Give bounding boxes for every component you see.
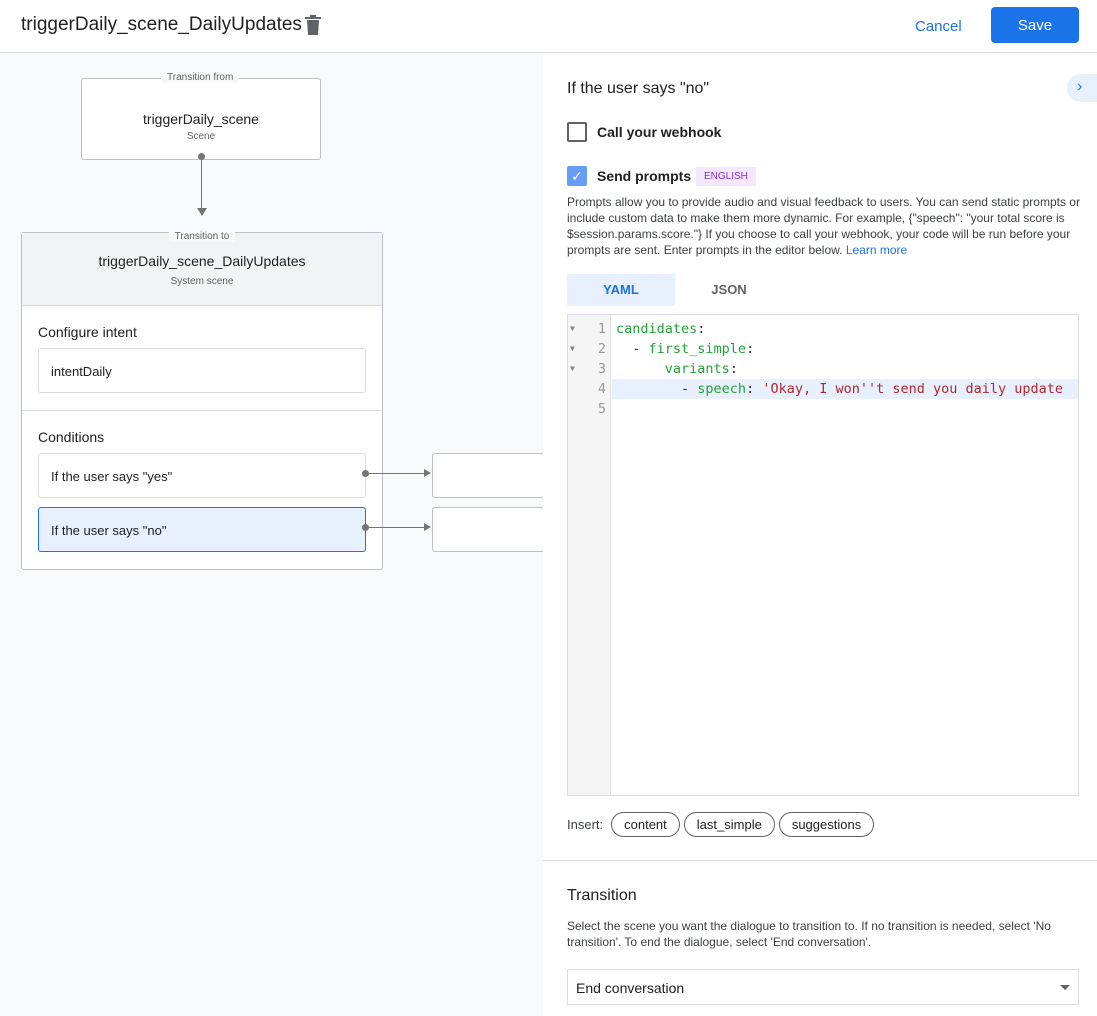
code-line: - first_simple: [616, 341, 755, 357]
learn-more-link[interactable]: Learn more [845, 243, 908, 257]
fold-icon[interactable]: ▼ [570, 324, 575, 333]
line-number: 1 [597, 321, 606, 337]
line-number: 4 [597, 381, 606, 397]
transition-to-node: triggerDaily_scene_DailyUpdates System s… [21, 232, 383, 570]
transition-select[interactable]: End conversation [567, 969, 1079, 1005]
prompts-description: Prompts allow you to provide audio and v… [567, 195, 1080, 257]
conditions-heading: Conditions [38, 429, 105, 445]
code-editor[interactable]: ▼ 1 candidates: ▼ 2 - first_simple: ▼ 3 varian… [567, 314, 1079, 796]
line-number: 3 [597, 361, 606, 377]
transition-from-label: Transition from [161, 72, 240, 83]
code-line: variants: [664, 361, 738, 377]
send-prompts-checkbox[interactable]: ✓ [567, 166, 587, 186]
header: triggerDaily_scene_DailyUpdates Cancel S… [0, 0, 1097, 53]
code-line: - speech: 'Okay, I won''t send you daily… [616, 381, 1064, 397]
page-title: triggerDaily_scene_DailyUpdates [21, 14, 302, 35]
flow-canvas[interactable]: triggerDaily_scene Scene Transition from… [0, 54, 543, 1016]
arrow-right-icon [424, 469, 431, 477]
tab-json[interactable]: JSON [711, 282, 747, 297]
to-scene-type: System scene [170, 276, 234, 287]
configure-intent-heading: Configure intent [38, 324, 137, 340]
tab-yaml[interactable]: YAML [567, 274, 675, 306]
to-scene-name: triggerDaily_scene_DailyUpdates [98, 253, 306, 269]
insert-chip-content[interactable]: content [611, 812, 680, 837]
transition-to-label: Transition to [168, 231, 236, 242]
webhook-checkbox[interactable] [567, 122, 587, 142]
insert-label: Insert: [567, 817, 604, 832]
line-number: 5 [597, 401, 606, 417]
code-line: candidates: [616, 321, 706, 337]
cancel-button[interactable]: Cancel [915, 18, 962, 35]
dropdown-arrow-icon [1060, 985, 1070, 990]
details-panel: › If the user says "no" Call your webhoo… [543, 54, 1097, 1016]
transition-heading: Transition [567, 887, 637, 904]
fold-icon[interactable]: ▼ [570, 364, 575, 373]
connector-dot [198, 153, 205, 160]
target-node-no[interactable] [432, 507, 543, 552]
chevron-right-icon[interactable]: › [1067, 74, 1097, 102]
trash-icon[interactable] [305, 15, 321, 35]
from-scene-type: Scene [186, 131, 216, 142]
send-prompts-label: Send prompts [597, 168, 692, 184]
language-badge: ENGLISH [696, 167, 756, 186]
insert-chip-last-simple[interactable]: last_simple [683, 812, 775, 837]
condition-no[interactable]: If the user says "no" [38, 507, 366, 552]
from-scene-name: triggerDaily_scene [143, 111, 259, 127]
transition-from-node[interactable]: triggerDaily_scene Scene [81, 78, 321, 160]
condition-yes[interactable]: If the user says "yes" [38, 453, 366, 498]
insert-chip-suggestions[interactable]: suggestions [778, 812, 875, 837]
fold-icon[interactable]: ▼ [570, 344, 575, 353]
panel-title: If the user says "no" [567, 80, 710, 97]
arrow-right-icon [424, 523, 431, 531]
webhook-label: Call your webhook [597, 124, 722, 140]
connector-line [201, 158, 202, 210]
intent-item[interactable]: intentDaily [38, 348, 366, 393]
transition-description: Select the scene you want the dialogue t… [567, 919, 1051, 949]
save-button[interactable]: Save [991, 7, 1079, 43]
line-number: 2 [597, 341, 606, 357]
arrow-down-icon [197, 208, 207, 216]
target-node-yes[interactable] [432, 453, 543, 498]
